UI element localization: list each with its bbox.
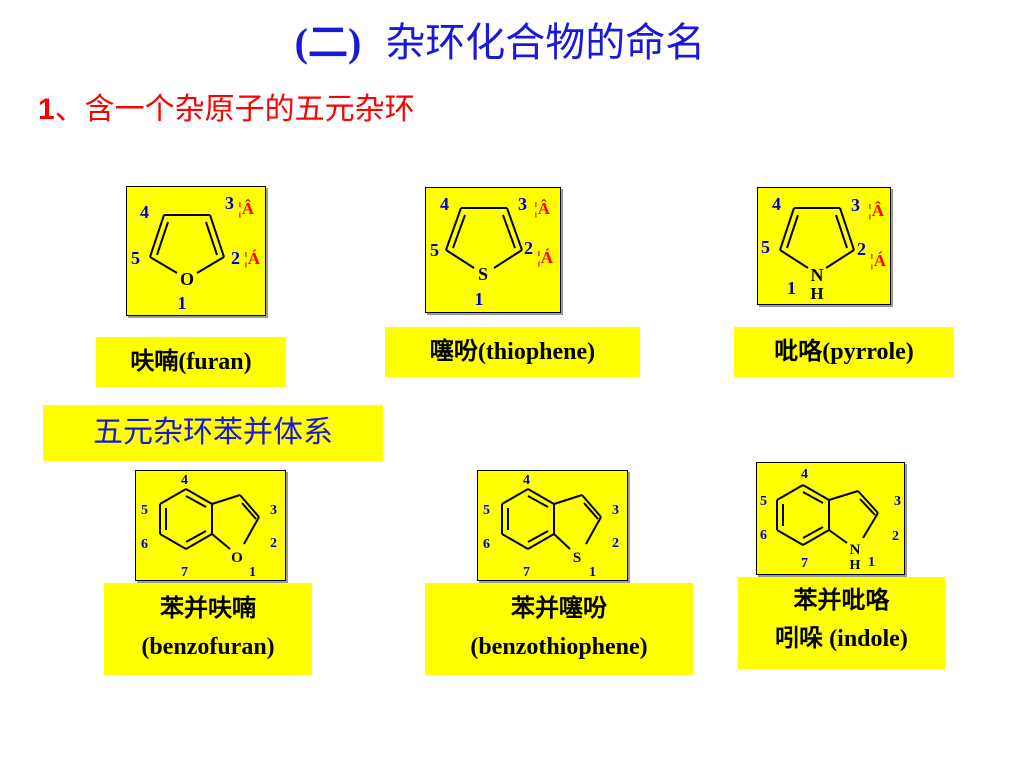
pyrrole-label: 吡咯(pyrrole) bbox=[734, 327, 954, 377]
indole-heteroatom: N bbox=[850, 542, 861, 558]
indole-diagram: N H 1 2 3 4 5 6 7 bbox=[760, 467, 901, 573]
benzothiophene-num-1: 1 bbox=[589, 565, 596, 580]
page-title: (二) 杂环化合物的命名 bbox=[0, 18, 1000, 68]
indole-num-7: 7 bbox=[801, 556, 808, 571]
section-heading: 1、含一个杂原子的五元杂环 bbox=[38, 90, 415, 130]
benzofuran-num-3: 3 bbox=[270, 503, 277, 518]
indole-label-cn: 苯并吡咯 bbox=[793, 588, 890, 614]
benzothiophene-label-en: (benzothiophene) bbox=[470, 634, 648, 660]
benzofuran-num-5: 5 bbox=[141, 503, 148, 518]
benzofuran-label-cn: 苯并呋喃 bbox=[160, 596, 256, 622]
indole-num-5: 5 bbox=[760, 494, 767, 509]
furan-num-5: 5 bbox=[131, 248, 140, 268]
benzofuran-structure: O 1 2 3 4 5 6 7 bbox=[135, 470, 286, 581]
indole-num-6: 6 bbox=[760, 528, 767, 543]
benzofuran-num-4: 4 bbox=[181, 473, 188, 488]
benzofuran-label: 苯并呋喃 (benzofuran) bbox=[104, 583, 312, 675]
indole-num-3: 3 bbox=[894, 494, 901, 509]
furan-diagram: O 1 2 ¦Á 3 ¦Â 4 5 bbox=[131, 193, 261, 313]
thiophene-heteroatom: S bbox=[478, 264, 488, 284]
thiophene-num-3: 3 bbox=[518, 194, 527, 214]
benzothiophene-num-7: 7 bbox=[523, 565, 530, 580]
benzothiophene-label-cn: 苯并噻吩 bbox=[511, 596, 607, 622]
indole-structure: N H 1 2 3 4 5 6 7 bbox=[756, 462, 905, 575]
benzofuran-heteroatom: O bbox=[231, 550, 243, 566]
furan-num-1: 1 bbox=[178, 293, 187, 313]
furan-num-2: 2 bbox=[231, 248, 240, 268]
indole-num-1: 1 bbox=[868, 555, 875, 570]
furan-num-3: 3 bbox=[225, 193, 234, 213]
furan-mark-beta: ¦Â bbox=[238, 199, 255, 218]
section-heading-number: 1 bbox=[38, 93, 55, 126]
indole-label-en: 吲哚 (indole) bbox=[775, 626, 908, 652]
pyrrole-num-1: 1 bbox=[787, 278, 796, 298]
pyrrole-structure: N H 1 2 ¦Á 3 ¦Â 4 5 bbox=[757, 187, 891, 305]
thiophene-num-5: 5 bbox=[430, 240, 439, 260]
pyrrole-num-2: 2 bbox=[857, 239, 866, 259]
section-heading-text: 、含一个杂原子的五元杂环 bbox=[54, 92, 415, 127]
benzothiophene-label: 苯并噻吩 (benzothiophene) bbox=[425, 583, 693, 675]
benzothiophene-num-3: 3 bbox=[612, 503, 619, 518]
pyrrole-diagram: N H 1 2 ¦Á 3 ¦Â 4 5 bbox=[761, 194, 887, 303]
indole-num-2: 2 bbox=[892, 529, 899, 544]
pyrrole-heteroatom: N bbox=[811, 265, 824, 285]
indole-hydrogen: H bbox=[850, 558, 861, 573]
page-title-text: 杂环化合物的命名 bbox=[385, 20, 706, 65]
thiophene-mark-alpha: ¦Á bbox=[537, 248, 554, 267]
fused-systems-heading: 五元杂环苯并体系 bbox=[43, 405, 383, 461]
benzofuran-diagram: O 1 2 3 4 5 6 7 bbox=[141, 473, 277, 580]
pyrrole-num-3: 3 bbox=[851, 195, 860, 215]
pyrrole-mark-beta: ¦Â bbox=[868, 201, 885, 220]
benzofuran-label-en: (benzofuran) bbox=[141, 634, 275, 660]
benzothiophene-heteroatom: S bbox=[573, 550, 581, 566]
benzothiophene-num-6: 6 bbox=[483, 537, 490, 552]
furan-heteroatom: O bbox=[180, 269, 194, 289]
furan-num-4: 4 bbox=[140, 202, 149, 222]
benzothiophene-num-2: 2 bbox=[612, 536, 619, 551]
benzothiophene-num-5: 5 bbox=[483, 503, 490, 518]
thiophene-structure: S 1 2 ¦Á 3 ¦Â 4 5 bbox=[425, 187, 561, 313]
thiophene-diagram: S 1 2 ¦Á 3 ¦Â 4 5 bbox=[430, 194, 554, 309]
pyrrole-num-5: 5 bbox=[761, 237, 770, 257]
pyrrole-mark-alpha: ¦Á bbox=[870, 251, 887, 270]
furan-label: 呋喃(furan) bbox=[96, 337, 286, 387]
pyrrole-num-4: 4 bbox=[772, 194, 781, 214]
page-title-number: (二) bbox=[294, 20, 362, 65]
thiophene-label: 噻吩(thiophene) bbox=[385, 327, 640, 377]
pyrrole-hydrogen: H bbox=[810, 284, 823, 303]
benzofuran-num-7: 7 bbox=[181, 565, 188, 580]
indole-label: 苯并吡咯 吲哚 (indole) bbox=[738, 577, 945, 669]
benzofuran-num-2: 2 bbox=[270, 536, 277, 551]
thiophene-num-4: 4 bbox=[440, 194, 449, 214]
thiophene-mark-beta: ¦Â bbox=[534, 199, 551, 218]
indole-num-4: 4 bbox=[801, 467, 808, 482]
benzothiophene-num-4: 4 bbox=[523, 473, 530, 488]
benzothiophene-structure: S 1 2 3 4 5 6 7 bbox=[477, 470, 628, 581]
thiophene-num-2: 2 bbox=[524, 238, 533, 258]
benzofuran-num-1: 1 bbox=[249, 565, 256, 580]
furan-mark-alpha: ¦Á bbox=[244, 249, 261, 268]
benzothiophene-diagram: S 1 2 3 4 5 6 7 bbox=[483, 473, 619, 580]
benzofuran-num-6: 6 bbox=[141, 537, 148, 552]
thiophene-num-1: 1 bbox=[475, 289, 484, 309]
furan-structure: O 1 2 ¦Á 3 ¦Â 4 5 bbox=[126, 186, 266, 316]
